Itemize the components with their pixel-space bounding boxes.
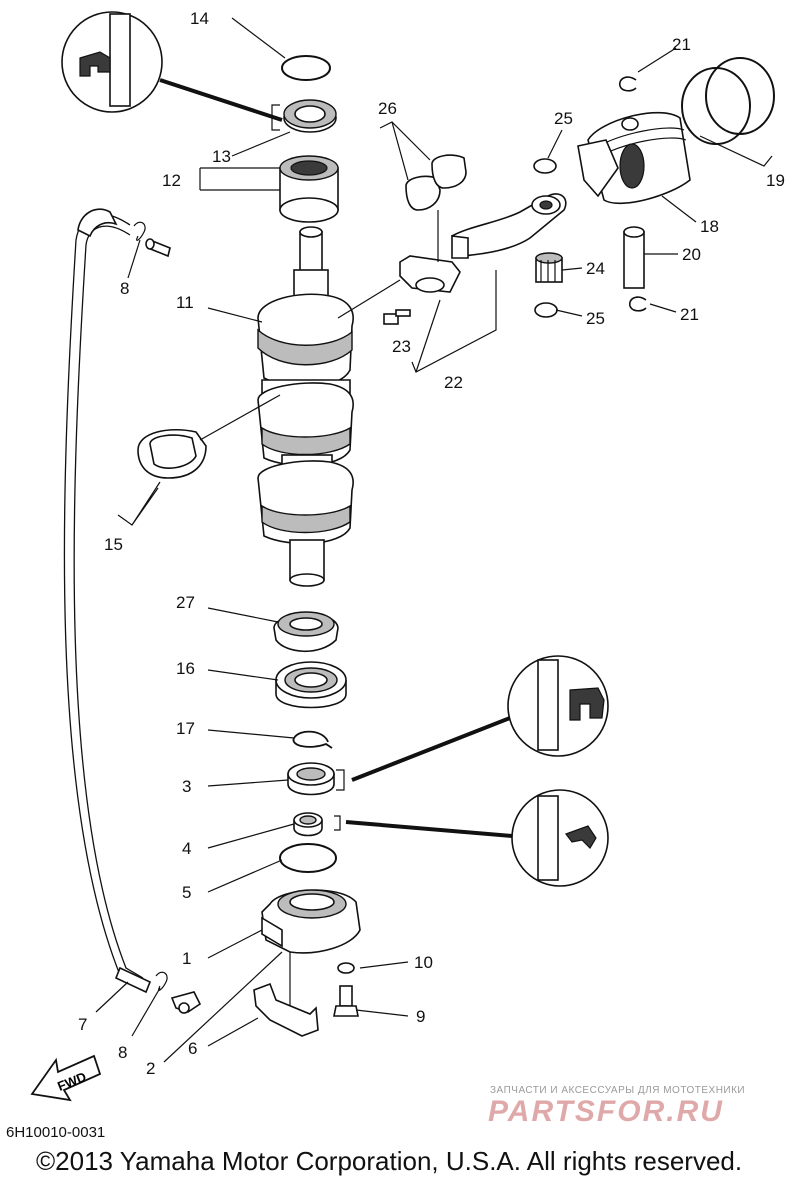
callout-7: 7 bbox=[78, 1015, 87, 1034]
bearing-half-part-15 bbox=[137, 394, 281, 479]
copyright-notice: ©2013 Yamaha Motor Corporation, U.S.A. A… bbox=[36, 1146, 743, 1176]
callout-8-upper: 8 bbox=[120, 279, 129, 298]
washer-part-25-lower bbox=[534, 302, 558, 318]
callout-23: 23 bbox=[392, 337, 411, 356]
circlip-part-21-upper bbox=[618, 76, 637, 92]
callout-21-lower: 21 bbox=[680, 305, 699, 324]
bolt-part-23 bbox=[383, 309, 411, 325]
circlip-part-21-lower bbox=[628, 296, 647, 312]
callout-14: 14 bbox=[190, 9, 209, 28]
callout-labels: 14 13 12 8 11 15 26 23 22 21 25 19 18 20… bbox=[78, 9, 785, 1078]
callout-22: 22 bbox=[444, 373, 463, 392]
callout-2: 2 bbox=[146, 1059, 155, 1078]
piston-part-18 bbox=[577, 111, 691, 205]
bearing-cage-part-26 bbox=[405, 154, 467, 262]
seal-ring-part-27 bbox=[273, 611, 339, 652]
oil-seal-part-4 bbox=[293, 812, 323, 837]
washer-part-10 bbox=[337, 962, 355, 974]
washer-part-25-upper bbox=[533, 158, 557, 174]
clip-part-8-lower bbox=[155, 971, 168, 991]
seal-detail-circle-top bbox=[61, 11, 283, 122]
callout-4: 4 bbox=[182, 839, 191, 858]
seal-detail-circle-middle bbox=[351, 655, 609, 782]
fitting-part-2 bbox=[170, 991, 202, 1014]
callout-5: 5 bbox=[182, 883, 191, 902]
callout-1: 1 bbox=[182, 949, 191, 968]
bracket-15 bbox=[117, 481, 161, 526]
callout-12: 12 bbox=[162, 171, 181, 190]
bracket-22 bbox=[411, 270, 497, 373]
bracket-4 bbox=[334, 815, 341, 831]
callout-26: 26 bbox=[378, 99, 397, 118]
callout-20: 20 bbox=[682, 245, 701, 264]
oil-seal-part-3 bbox=[287, 762, 335, 796]
callout-10: 10 bbox=[414, 953, 433, 972]
callout-27: 27 bbox=[176, 593, 195, 612]
circlip-part-17 bbox=[292, 730, 333, 749]
callout-16: 16 bbox=[176, 659, 195, 678]
callout-19: 19 bbox=[766, 171, 785, 190]
watermark-brand: PARTSFOR.RU bbox=[488, 1095, 724, 1128]
piston-pin-part-20 bbox=[623, 226, 645, 289]
bracket-26 bbox=[379, 121, 431, 181]
bracket-3 bbox=[336, 769, 345, 791]
callout-21-upper: 21 bbox=[672, 35, 691, 54]
bracket-13 bbox=[271, 104, 280, 131]
callout-11: 11 bbox=[176, 293, 194, 312]
callout-17: 17 bbox=[176, 719, 195, 738]
bolt-part-9 bbox=[333, 985, 359, 1017]
o-ring-part-5 bbox=[279, 843, 337, 873]
callout-24: 24 bbox=[586, 259, 605, 278]
callout-9: 9 bbox=[416, 1007, 425, 1026]
clip-part-8-upper bbox=[133, 221, 171, 258]
hose-part-7 bbox=[63, 208, 152, 994]
callout-18: 18 bbox=[700, 217, 719, 236]
needle-bearing-part-24 bbox=[535, 252, 563, 283]
callout-25-upper: 25 bbox=[554, 109, 573, 128]
fwd-arrow: FWD bbox=[30, 1054, 102, 1102]
oil-seal-part-13 bbox=[283, 99, 337, 133]
leader-lines bbox=[95, 17, 697, 1063]
bracket-12 bbox=[199, 167, 280, 191]
connecting-rod-part-22 bbox=[337, 193, 567, 319]
callout-15: 15 bbox=[104, 535, 123, 554]
watermark-tagline: ЗАПЧАСТИ И АКСЕССУАРЫ ДЛЯ МОТОТЕХНИКИ bbox=[490, 1085, 746, 1096]
diagram-code: 6H10010-0031 bbox=[6, 1124, 106, 1141]
ball-bearing-part-16 bbox=[275, 661, 347, 709]
callout-13: 13 bbox=[212, 147, 231, 166]
callout-6: 6 bbox=[188, 1039, 197, 1058]
bearing-part-12 bbox=[279, 155, 339, 223]
callout-25-lower: 25 bbox=[586, 309, 605, 328]
bracket-part-6 bbox=[253, 952, 319, 1037]
piston-rings-part-19 bbox=[681, 57, 775, 167]
callout-3: 3 bbox=[182, 777, 191, 796]
crankshaft-part-11 bbox=[257, 226, 354, 587]
callout-8-lower: 8 bbox=[118, 1043, 127, 1062]
seal-detail-circle-lower bbox=[345, 789, 609, 887]
o-ring-part-14 bbox=[281, 55, 331, 81]
bearing-housing-part-1 bbox=[261, 889, 361, 954]
